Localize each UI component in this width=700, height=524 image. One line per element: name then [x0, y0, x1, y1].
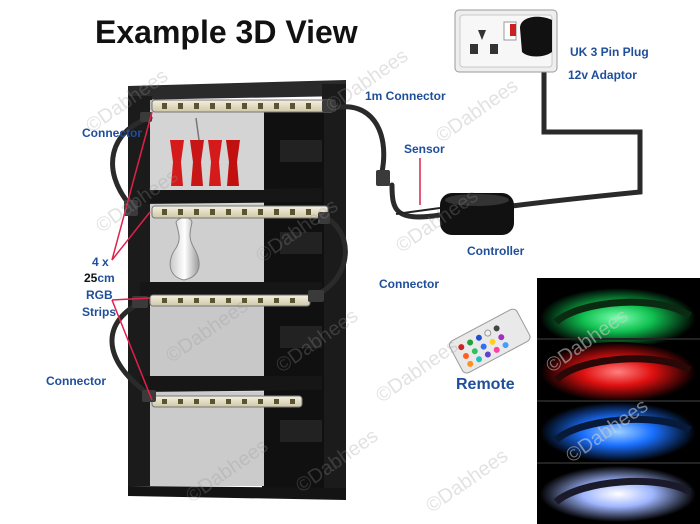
green-led-photo: [540, 288, 696, 348]
label-strips-line1: 4 x: [92, 255, 109, 269]
label-connector-mid-right: Connector: [379, 277, 439, 291]
wall-socket: [454, 9, 558, 73]
red-led-photo: [540, 342, 696, 402]
label-strips-line4: Strips: [82, 305, 117, 319]
connector-cables: [109, 55, 643, 398]
led-colour-photos: [537, 278, 700, 524]
controller-unit: [395, 193, 514, 235]
page-title: Example 3D View: [95, 14, 358, 50]
label-uk-plug: UK 3 Pin Plug: [570, 45, 649, 59]
label-connector-bottom-left: Connector: [46, 374, 106, 388]
label-strips-length: 25: [84, 271, 98, 285]
label-1m-connector: 1m Connector: [365, 89, 446, 103]
label-controller: Controller: [467, 244, 525, 258]
strip-pointer-lines: [111, 111, 421, 401]
label-strips-line2: 25cm: [84, 271, 115, 285]
white-led-photo: [540, 466, 696, 522]
led-strips: [149, 99, 335, 408]
label-connector-top-left: Connector: [82, 126, 142, 140]
silver-vase: [169, 217, 200, 281]
label-sensor: Sensor: [404, 142, 445, 156]
remote-control: [449, 308, 531, 374]
label-strips-unit: cm: [97, 271, 115, 285]
label-remote: Remote: [456, 376, 515, 393]
red-vases: [170, 117, 240, 186]
label-adaptor: 12v Adaptor: [568, 68, 637, 82]
blue-led-photo: [540, 402, 696, 462]
label-strips-line3: RGB: [86, 288, 113, 302]
